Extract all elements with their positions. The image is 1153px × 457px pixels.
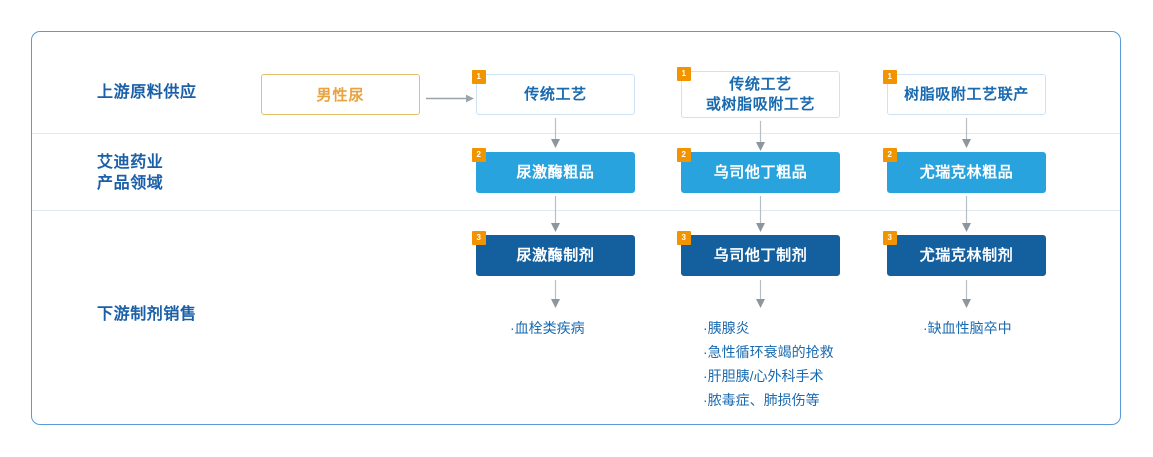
node-preparation-urokinase: 3 尿激酶制剂 (472, 231, 635, 276)
badge-number: 3 (677, 231, 691, 245)
node-label: 树脂吸附工艺联产 (904, 85, 1029, 103)
arrow-source-to-process (426, 94, 474, 103)
indication-item: ·胰腺炎 (703, 320, 750, 336)
row-label-upstream: 上游原料供应 (97, 84, 197, 101)
arrow-c1-tier2-to-tier3 (551, 196, 560, 232)
node-label: 尿激酶制剂 (516, 246, 595, 264)
arrow-c3-tier3-to-indications (962, 280, 971, 308)
indication-list-ulinastatin: ·胰腺炎 ·急性循环衰竭的抢救 ·肝胆胰/心外科手术 ·脓毒症、肺损伤等 (703, 316, 834, 412)
node-process-urokinase: 1 传统工艺 (472, 70, 635, 115)
node-crude-ulinastatin: 2 乌司他丁粗品 (677, 148, 840, 193)
node-preparation-ulinastatin: 3 乌司他丁制剂 (677, 231, 840, 276)
node-label: 尤瑞克林粗品 (919, 163, 1014, 181)
node-label: 乌司他丁粗品 (713, 163, 808, 181)
badge-number: 1 (677, 67, 691, 81)
indication-item: ·血栓类疾病 (510, 320, 585, 336)
node-label: 尤瑞克林制剂 (919, 246, 1014, 264)
indication-item: ·缺血性脑卒中 (923, 320, 1012, 336)
badge-number: 2 (472, 148, 486, 162)
indication-item: ·肝胆胰/心外科手术 (703, 368, 824, 384)
badge-number: 2 (677, 148, 691, 162)
node-label: 传统工艺 (524, 85, 587, 103)
arrow-c2-tier3-to-indications (756, 280, 765, 308)
row-label-downstream: 下游制剂销售 (97, 306, 197, 323)
node-label: 传统工艺 或树脂吸附工艺 (705, 75, 816, 113)
node-crude-kallidinogenase: 2 尤瑞克林粗品 (883, 148, 1046, 193)
badge-number: 3 (883, 231, 897, 245)
indication-item: ·脓毒症、肺损伤等 (703, 392, 820, 408)
node-crude-urokinase: 2 尿激酶粗品 (472, 148, 635, 193)
arrow-c1-tier1-to-tier2 (551, 118, 560, 148)
node-process-ulinastatin: 1 传统工艺 或树脂吸附工艺 (677, 67, 840, 118)
badge-number: 2 (883, 148, 897, 162)
badge-number: 1 (472, 70, 486, 84)
node-process-kallidinogenase: 1 树脂吸附工艺联产 (883, 70, 1046, 115)
node-preparation-kallidinogenase: 3 尤瑞克林制剂 (883, 231, 1046, 276)
arrow-c3-tier2-to-tier3 (962, 196, 971, 232)
source-node-label: 男性尿 (316, 87, 365, 104)
badge-number: 1 (883, 70, 897, 84)
arrow-c3-tier1-to-tier2 (962, 118, 971, 148)
arrow-c2-tier2-to-tier3 (756, 196, 765, 232)
row-label-company-products: 艾迪药业 产品领域 (97, 154, 164, 192)
badge-number: 3 (472, 231, 486, 245)
indication-item: ·急性循环衰竭的抢救 (703, 344, 834, 360)
node-label: 乌司他丁制剂 (713, 246, 808, 264)
arrow-c2-tier1-to-tier2 (756, 121, 765, 151)
indication-list-kallidinogenase: ·缺血性脑卒中 (923, 316, 1012, 340)
section-divider-upper (32, 133, 1120, 134)
indication-list-urokinase: ·血栓类疾病 (510, 316, 585, 340)
section-divider-lower (32, 210, 1120, 211)
node-label: 尿激酶粗品 (516, 163, 595, 181)
arrow-c1-tier3-to-indications (551, 280, 560, 308)
source-node-male-urine: 男性尿 (261, 74, 420, 115)
